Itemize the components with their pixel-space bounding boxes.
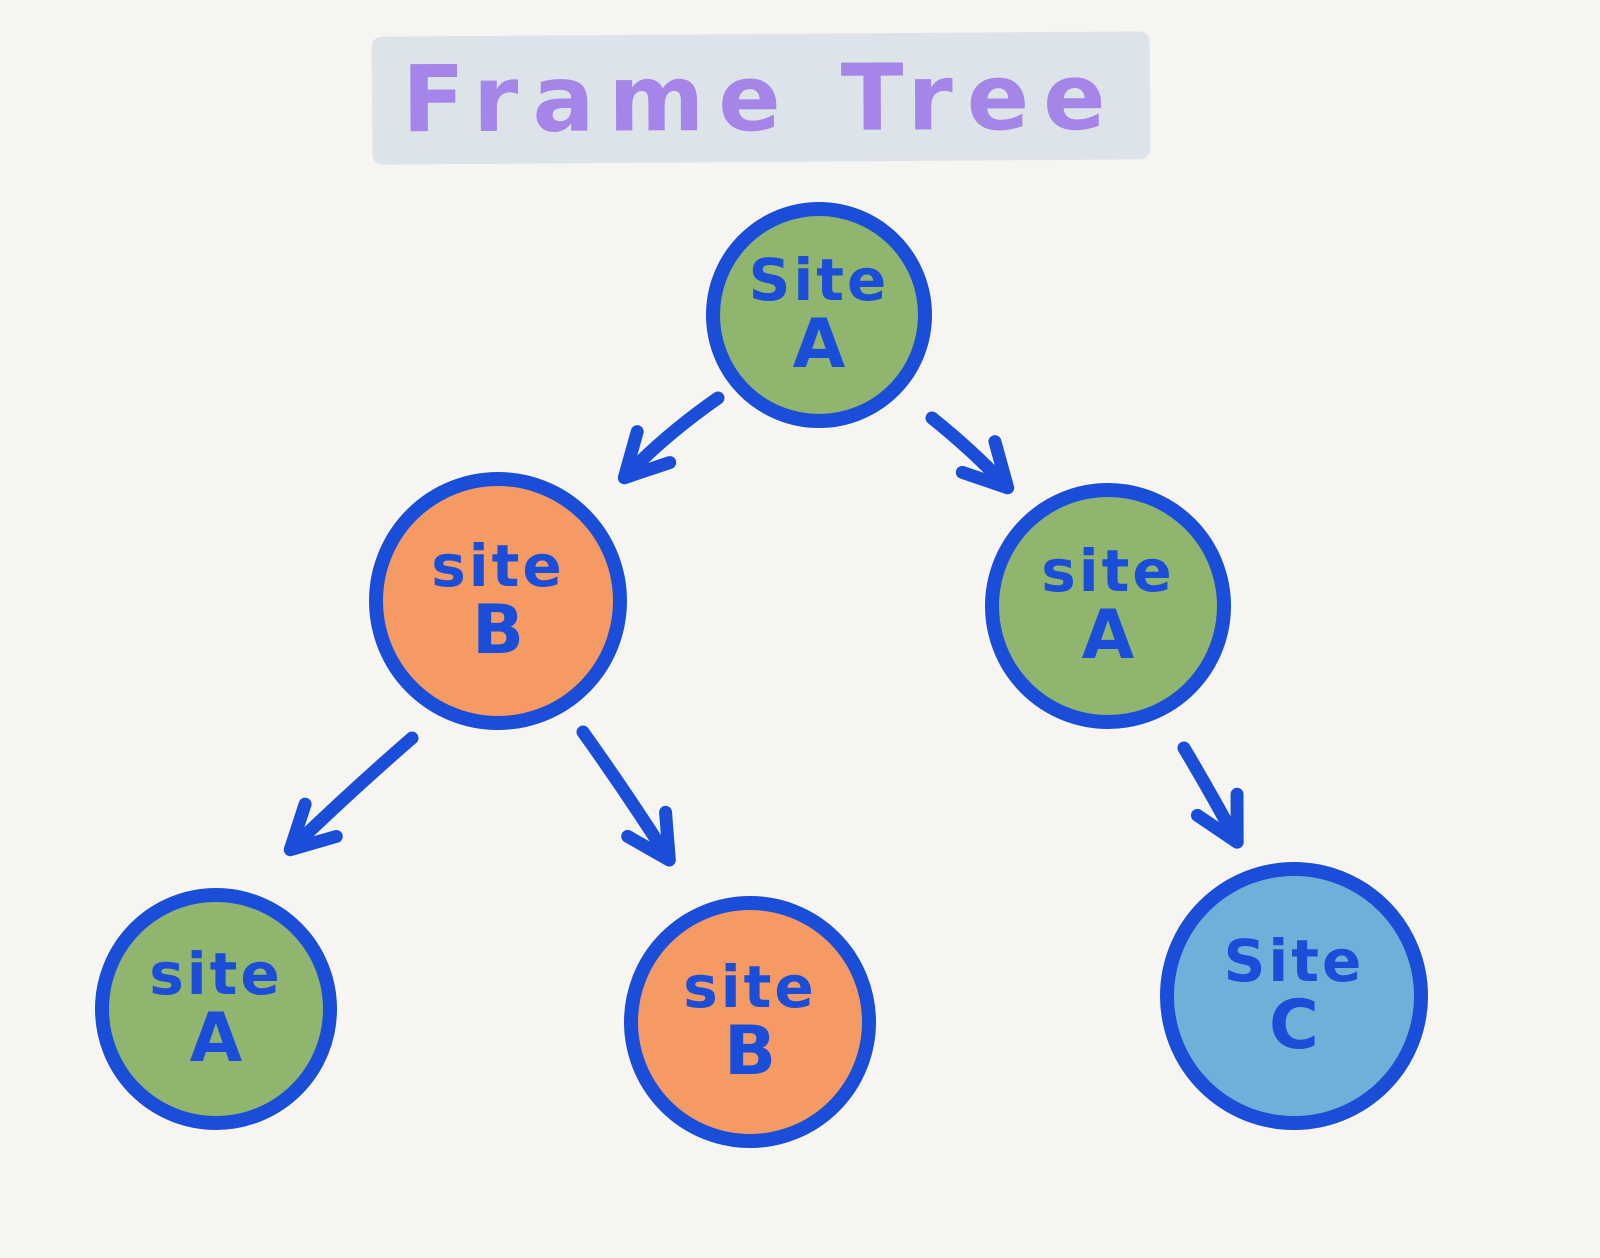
node-letter: B (472, 590, 524, 670)
node-site-b-child: site B (369, 472, 627, 730)
node-label: site (1041, 536, 1175, 605)
title-highlight: Frame Tree (371, 31, 1151, 165)
node-letter: A (1081, 595, 1135, 675)
edge-childleft-to-leafmid (576, 725, 676, 867)
node-site-c-leaf: Site C (1160, 862, 1428, 1130)
node-label: site (149, 939, 283, 1008)
node-letter: A (189, 998, 243, 1078)
node-site-a-child: site A (985, 483, 1231, 729)
node-site-b-leaf: site B (624, 896, 876, 1148)
edge-childleft-to-leafleft (283, 731, 419, 857)
node-label: Site (1223, 926, 1365, 995)
diagram-title: Frame Tree (402, 43, 1120, 153)
node-letter: C (1269, 985, 1319, 1065)
edge-root-to-childleft (617, 391, 725, 485)
node-site-a-root: Site A (706, 202, 932, 428)
node-label: site (683, 952, 817, 1021)
node-site-a-leaf: site A (95, 888, 337, 1130)
edge-root-to-childright (925, 411, 1015, 495)
node-letter: A (792, 304, 846, 384)
node-letter: B (724, 1011, 776, 1091)
edge-childright-to-leafright (1177, 741, 1244, 849)
node-label: Site (748, 245, 890, 314)
node-label: site (431, 531, 565, 600)
